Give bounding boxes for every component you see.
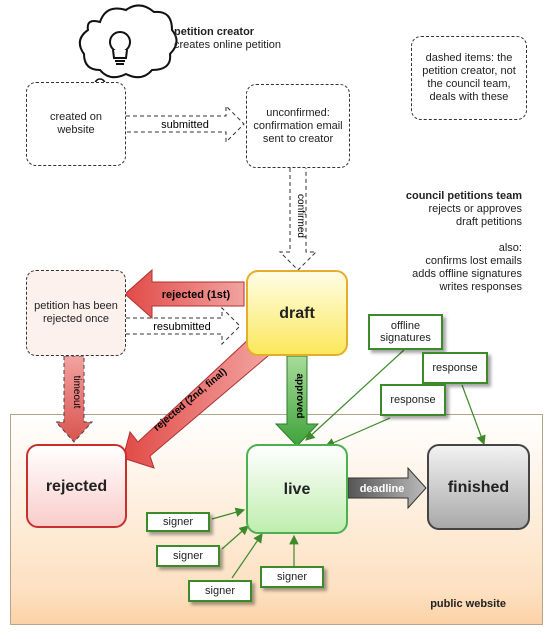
created-on-website-node: created on website [26, 82, 126, 166]
resubmitted-label: resubmitted [153, 321, 210, 333]
signer-box-3: signer [188, 580, 252, 602]
offline-signatures-box: offline signatures [368, 314, 443, 350]
unconfirmed-node: unconfirmed: confirmation email sent to … [246, 84, 350, 168]
signer-text-4: signer [277, 571, 307, 583]
team-also-2: adds offline signatures [412, 268, 522, 280]
rejected-once-node: petition has been rejected once [26, 270, 126, 356]
team-also-1: confirms lost emails [425, 255, 522, 267]
signer-text-1: signer [163, 516, 193, 528]
team-description: council petitions team rejects or approv… [380, 190, 522, 294]
signer-box-4: signer [260, 566, 324, 588]
signer-box-1: signer [146, 512, 210, 532]
live-node: live [246, 444, 348, 534]
deadline-label: deadline [360, 483, 405, 495]
rejected-node: rejected [26, 444, 127, 528]
draft-text: draft [279, 304, 315, 322]
note-box: dashed items: the petition creator, not … [411, 36, 527, 120]
created-text: created on website [50, 111, 102, 136]
signer-text-3: signer [205, 585, 235, 597]
creator-desc: creates online petition [174, 39, 282, 51]
rejected-1st-label: rejected (1st) [162, 289, 231, 301]
creator-label: petition creator creates online petition [174, 26, 281, 52]
team-desc-2: draft petitions [455, 216, 522, 228]
live-text: live [283, 480, 311, 498]
response-box-2: response [380, 384, 446, 416]
signer-text-2: signer [173, 550, 203, 562]
rejected-final-label: rejected (2nd, final) [152, 366, 229, 433]
team-also-3: writes responses [439, 281, 522, 293]
confirmed-label: confirmed [295, 194, 306, 238]
rejected-text: rejected [45, 477, 108, 495]
unconfirmed-text: unconfirmed: confirmation email sent to … [253, 106, 343, 145]
timeout-label: timeout [71, 376, 82, 409]
team-title: council petitions team [405, 190, 522, 202]
note-text: dashed items: the petition creator, not … [422, 52, 516, 103]
zone-label: public website [430, 598, 506, 610]
response-text-2: response [390, 394, 436, 406]
signer-box-2: signer [156, 545, 220, 567]
response-text-1: response [432, 362, 478, 374]
team-desc-1: rejects or approves [428, 203, 522, 215]
response-box-1: response [422, 352, 488, 384]
approved-label: approved [294, 373, 305, 418]
rejected-once-text: petition has been rejected once [34, 300, 118, 325]
team-also: also: [498, 242, 522, 254]
offline-signatures-text: offline signatures [380, 320, 431, 344]
finished-text: finished [447, 478, 510, 496]
draft-node: draft [246, 270, 348, 356]
submitted-label: submitted [161, 119, 209, 131]
creator-title: petition creator [174, 26, 255, 38]
finished-node: finished [427, 444, 530, 530]
